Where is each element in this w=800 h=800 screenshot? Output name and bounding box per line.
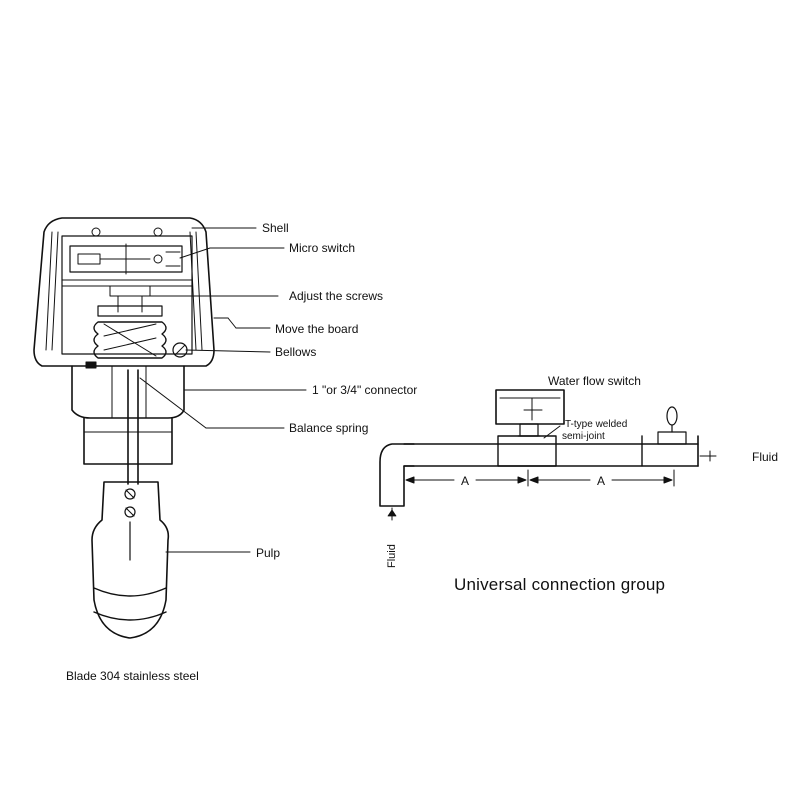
inner-frame	[61, 227, 193, 355]
caption-blade: Blade 304 stainless steel	[66, 669, 199, 683]
label-t-joint-line1: T-type welded	[565, 419, 628, 430]
label-bellows: Bellows	[275, 345, 317, 359]
leader-lines-left	[139, 227, 307, 553]
label-fluid-bottom: Fluid	[386, 544, 398, 568]
label-adjust-screws: Adjust the screws	[289, 289, 384, 303]
label-connector: 1 "or 3/4" connector	[312, 383, 418, 397]
label-micro-switch: Micro switch	[289, 241, 356, 255]
label-t-joint-line2: semi-joint	[562, 431, 605, 442]
label-balance-spring: Balance spring	[289, 421, 369, 435]
micro-switch	[69, 243, 183, 275]
adjust-screws	[97, 285, 197, 317]
bellows	[93, 321, 188, 359]
pipe-assembly	[379, 406, 717, 521]
label-move-board: Move the board	[275, 322, 359, 336]
label-shell: Shell	[262, 221, 289, 235]
label-fluid-right: Fluid	[752, 450, 779, 464]
label-water-flow-switch: Water flow switch	[548, 374, 641, 388]
caption-universal-connection: Universal connection group	[454, 575, 666, 594]
switch-shell	[33, 217, 215, 367]
shaft	[127, 369, 139, 485]
dimension-lines	[403, 425, 675, 487]
label-dimension-a-right: A	[597, 474, 606, 488]
label-dimension-a-left: A	[461, 474, 470, 488]
paddle-blade	[91, 481, 170, 639]
label-pulp: Pulp	[256, 546, 281, 560]
water-flow-switch-box	[495, 389, 565, 437]
